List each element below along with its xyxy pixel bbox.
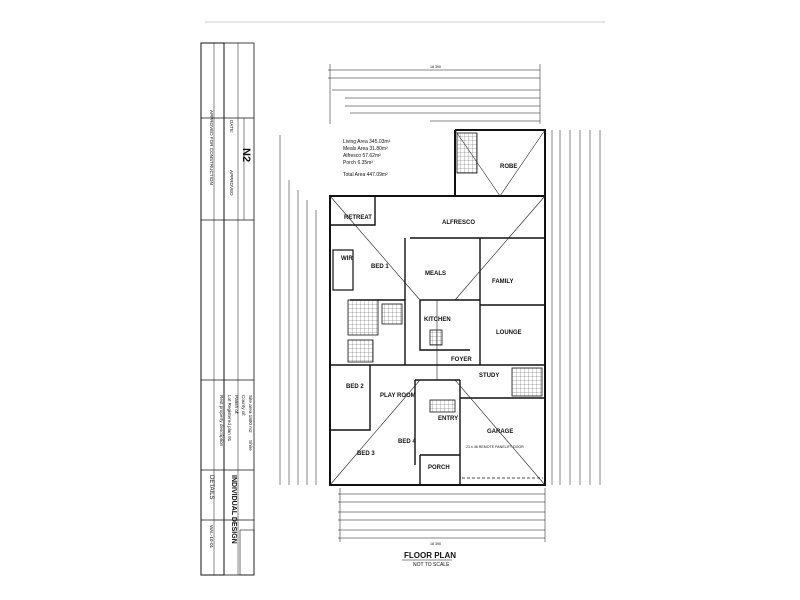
room-study: STUDY xyxy=(479,373,499,379)
job-number: WAL-10-01 xyxy=(209,525,214,549)
area-schedule: Living Area 345.03m² Meals Area 31.80m² … xyxy=(343,139,391,178)
left-dimensions xyxy=(279,135,317,485)
meals-area: Meals Area 31.80m² xyxy=(343,146,388,152)
county-text: County of: xyxy=(241,395,246,416)
site-area-text: Site area 1800 m2 xyxy=(248,395,253,433)
room-retreat: RETREAT xyxy=(344,215,372,221)
room-wir: WIR xyxy=(341,256,353,262)
room-labels: RETREAT ALFRESCO WIR BED 1 MEALS FAMILY … xyxy=(341,164,522,471)
design-label: INDIVIDUAL DESIGN xyxy=(230,475,237,544)
room-bed3: BED 3 xyxy=(357,451,375,457)
lot-text: Lot Registered plan 91 xyxy=(227,395,232,442)
right-dimensions xyxy=(551,130,601,485)
porch-area: Porch 6.35m² xyxy=(343,160,373,166)
overall-width-bottom: 18 390 xyxy=(430,542,441,546)
garage-door-note: 21 x 48 REMOTE PANELIFT DOOR xyxy=(466,445,524,449)
total-area: Total Area 447.09m² xyxy=(343,172,388,178)
bottom-dimensions xyxy=(338,488,546,542)
wind-class: N2 xyxy=(240,148,252,162)
top-dimensions xyxy=(328,64,541,124)
room-bed1: BED 1 xyxy=(371,264,389,270)
room-entry: ENTRY xyxy=(438,416,458,422)
wet-areas xyxy=(347,132,543,413)
details-label: DETAILS xyxy=(208,475,214,500)
overall-width-top: 18 390 xyxy=(430,65,441,69)
room-alfresco: ALFRESCO xyxy=(442,220,475,226)
parish-text: Parish of: xyxy=(234,395,239,414)
alfresco-area: Alfresco 57.62m² xyxy=(343,153,381,159)
date-label: DATE: xyxy=(229,120,234,133)
room-porch: PORCH xyxy=(428,465,450,471)
room-meals: MEALS xyxy=(425,271,446,277)
room-robe: ROBE xyxy=(500,164,517,170)
room-foyer: FOYER xyxy=(451,357,472,363)
room-family: FAMILY xyxy=(492,279,513,285)
approved-label: APPROVED xyxy=(229,170,234,196)
living-area: Living Area 345.03m² xyxy=(343,139,391,145)
room-bed2: BED 2 xyxy=(346,384,364,390)
plan-subtitle: NOT TO SCALE xyxy=(413,562,450,568)
approval-text: APPROVED FOR CONSTRUCTION xyxy=(209,110,214,185)
room-garage: GARAGE xyxy=(487,429,513,435)
plan-title: FLOOR PLAN xyxy=(404,551,456,560)
title-block: APPROVED FOR CONSTRUCTION DATE: APPROVED… xyxy=(200,42,255,576)
shire-text: Shire xyxy=(248,440,253,451)
room-bed4: BED 4 xyxy=(398,439,416,445)
room-kitchen: KITCHEN xyxy=(424,317,451,323)
owner-text: Rest property description xyxy=(219,395,224,447)
room-lounge: LOUNGE xyxy=(496,330,522,336)
room-play: PLAY ROOM xyxy=(380,393,416,399)
